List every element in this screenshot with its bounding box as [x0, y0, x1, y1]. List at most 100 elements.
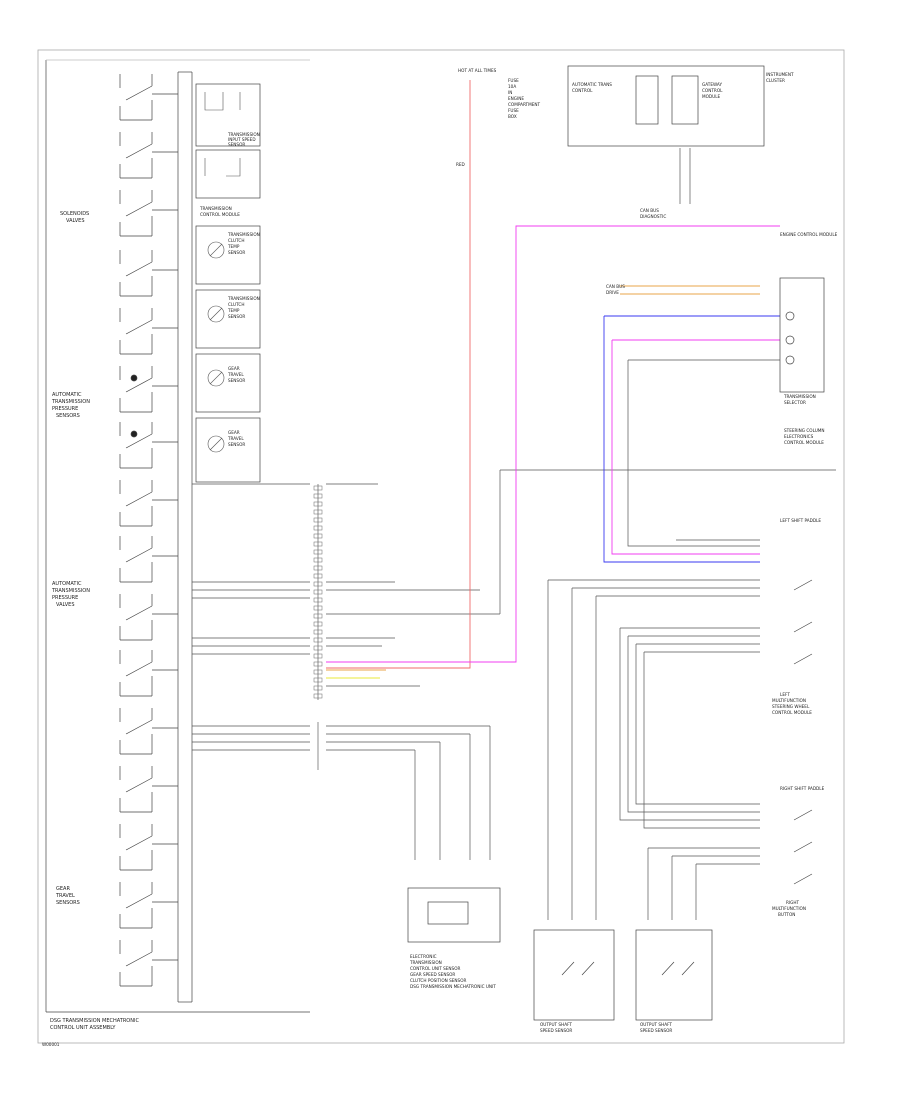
svg-text:LEFT: LEFT [780, 692, 790, 697]
svg-text:AUTOMATIC: AUTOMATIC [52, 581, 82, 587]
svg-text:TRANSMISSION: TRANSMISSION [227, 232, 260, 237]
svg-text:CONTROL MODULE: CONTROL MODULE [772, 710, 812, 715]
svg-text:TRANSMISSION: TRANSMISSION [227, 132, 260, 137]
connector-pin [313, 557, 323, 563]
svg-text:CAN BUS: CAN BUS [640, 208, 659, 213]
svg-text:SENSOR: SENSOR [228, 314, 245, 319]
diagram-frame [37, 49, 845, 1044]
svg-text:TRANSMISSION: TRANSMISSION [51, 399, 90, 405]
switch-symbol [119, 422, 178, 469]
svg-text:CONTROL UNIT ASSEMBLY: CONTROL UNIT ASSEMBLY [50, 1025, 116, 1031]
connector-pin [313, 525, 323, 531]
svg-text:INSTRUMENT: INSTRUMENT [766, 72, 794, 77]
svg-text:SENSOR: SENSOR [228, 442, 245, 447]
switch-symbol [119, 940, 178, 987]
svg-text:TRAVEL: TRAVEL [227, 436, 244, 441]
connector-pin [313, 581, 323, 587]
sensor-dot [130, 374, 138, 382]
steering-connector [779, 277, 825, 393]
connector-pin [313, 693, 323, 699]
center-pins [313, 485, 323, 699]
engine-control-module [567, 65, 765, 147]
left-control-module [45, 59, 310, 1013]
svg-text:STEERING WHEEL: STEERING WHEEL [772, 704, 810, 709]
svg-text:10A: 10A [508, 84, 516, 89]
sensor-dot [130, 430, 138, 438]
svg-text:PRESSURE: PRESSURE [52, 406, 78, 412]
svg-text:ELECTRONICS: ELECTRONICS [784, 434, 814, 439]
svg-text:MULTIFUNCTION: MULTIFUNCTION [772, 906, 806, 911]
svg-text:AUTOMATIC TRANS: AUTOMATIC TRANS [572, 82, 612, 87]
connector-pin [313, 677, 323, 683]
svg-text:TRANSMISSION: TRANSMISSION [199, 206, 232, 211]
svg-text:RED: RED [456, 162, 465, 167]
switch-symbol [119, 824, 178, 871]
switch-symbol [119, 766, 178, 813]
svg-text:IN: IN [508, 90, 512, 95]
left-horizontal-wires [192, 483, 310, 751]
svg-text:AUTOMATIC: AUTOMATIC [52, 392, 82, 398]
fuse-label: HOT AT ALL TIMES [458, 68, 497, 73]
top-labels: AUTOMATIC TRANS CONTROL GATEWAY CONTROL … [456, 68, 838, 445]
svg-text:TEMP: TEMP [227, 244, 240, 249]
svg-text:PRESSURE: PRESSURE [52, 595, 78, 601]
svg-text:TRANSMISSION: TRANSMISSION [783, 394, 816, 399]
bottom-assembly-mechatronic [407, 887, 501, 943]
connector-pin [313, 517, 323, 523]
svg-text:INPUT SPEED: INPUT SPEED [228, 137, 256, 142]
svg-text:ENGINE: ENGINE [508, 96, 524, 101]
bottom-switch-blocks [533, 929, 713, 1021]
svg-text:CLUTCH: CLUTCH [228, 238, 245, 243]
switch-symbol [119, 366, 178, 413]
connector-pin [313, 573, 323, 579]
sensor-labels: TRANSMISSION INPUT SPEED SENSOR TRANSMIS… [199, 132, 260, 447]
svg-text:CAN BUS: CAN BUS [606, 284, 625, 289]
svg-text:DRIVE: DRIVE [606, 290, 619, 295]
svg-text:SPEED SENSOR: SPEED SENSOR [640, 1028, 672, 1033]
svg-text:SENSORS: SENSORS [56, 900, 80, 906]
svg-text:GATEWAY: GATEWAY [702, 82, 722, 87]
svg-text:SOLENOIDS: SOLENOIDS [60, 211, 89, 217]
sensor-symbols [204, 92, 241, 453]
connector-pin [313, 597, 323, 603]
right-switch-labels: LEFT SHIFT PADDLE LEFT MULTIFUNCTION STE… [772, 518, 825, 917]
svg-text:SENSOR: SENSOR [228, 250, 245, 255]
svg-text:SENSORS: SENSORS [56, 413, 80, 419]
connector-pin [313, 501, 323, 507]
connector-pin [313, 685, 323, 691]
connector-pin [313, 645, 323, 651]
svg-text:COMPARTMENT: COMPARTMENT [508, 102, 541, 107]
svg-text:CONTROL MODULE: CONTROL MODULE [200, 212, 240, 217]
svg-text:VALVES: VALVES [56, 602, 75, 608]
svg-text:MODULE: MODULE [702, 94, 721, 99]
svg-text:TEMP: TEMP [227, 308, 240, 313]
connector-pin [313, 493, 323, 499]
connector-pin [313, 661, 323, 667]
connector-pin [313, 509, 323, 515]
connector-pin [313, 653, 323, 659]
svg-text:SELECTOR: SELECTOR [784, 400, 806, 405]
connector-pin [313, 485, 323, 491]
svg-text:SENSOR: SENSOR [228, 142, 245, 147]
svg-text:CONTROL: CONTROL [702, 88, 723, 93]
connector-pin [313, 605, 323, 611]
svg-text:TRANSMISSION: TRANSMISSION [409, 960, 442, 965]
switch-symbol [119, 308, 178, 355]
switch-symbol [119, 650, 178, 697]
switch-symbol [119, 536, 178, 583]
connector-pin [313, 533, 323, 539]
connector-pin [313, 549, 323, 555]
switch-symbol [119, 132, 178, 179]
engine-label: ENGINE CONTROL MODULE [780, 232, 838, 237]
right-paddle-label: RIGHT SHIFT PADDLE [780, 786, 825, 791]
svg-text:VALVES: VALVES [66, 218, 85, 224]
svg-text:TRANSMISSION: TRANSMISSION [51, 588, 90, 594]
svg-text:GEAR: GEAR [56, 886, 70, 892]
svg-text:CLUSTER: CLUSTER [766, 78, 785, 83]
connector-pin [313, 589, 323, 595]
svg-text:CONTROL MODULE: CONTROL MODULE [784, 440, 824, 445]
switch-symbol [119, 708, 178, 755]
svg-text:STEERING COLUMN: STEERING COLUMN [784, 428, 825, 433]
svg-text:GEAR SPEED SENSOR: GEAR SPEED SENSOR [410, 972, 455, 977]
